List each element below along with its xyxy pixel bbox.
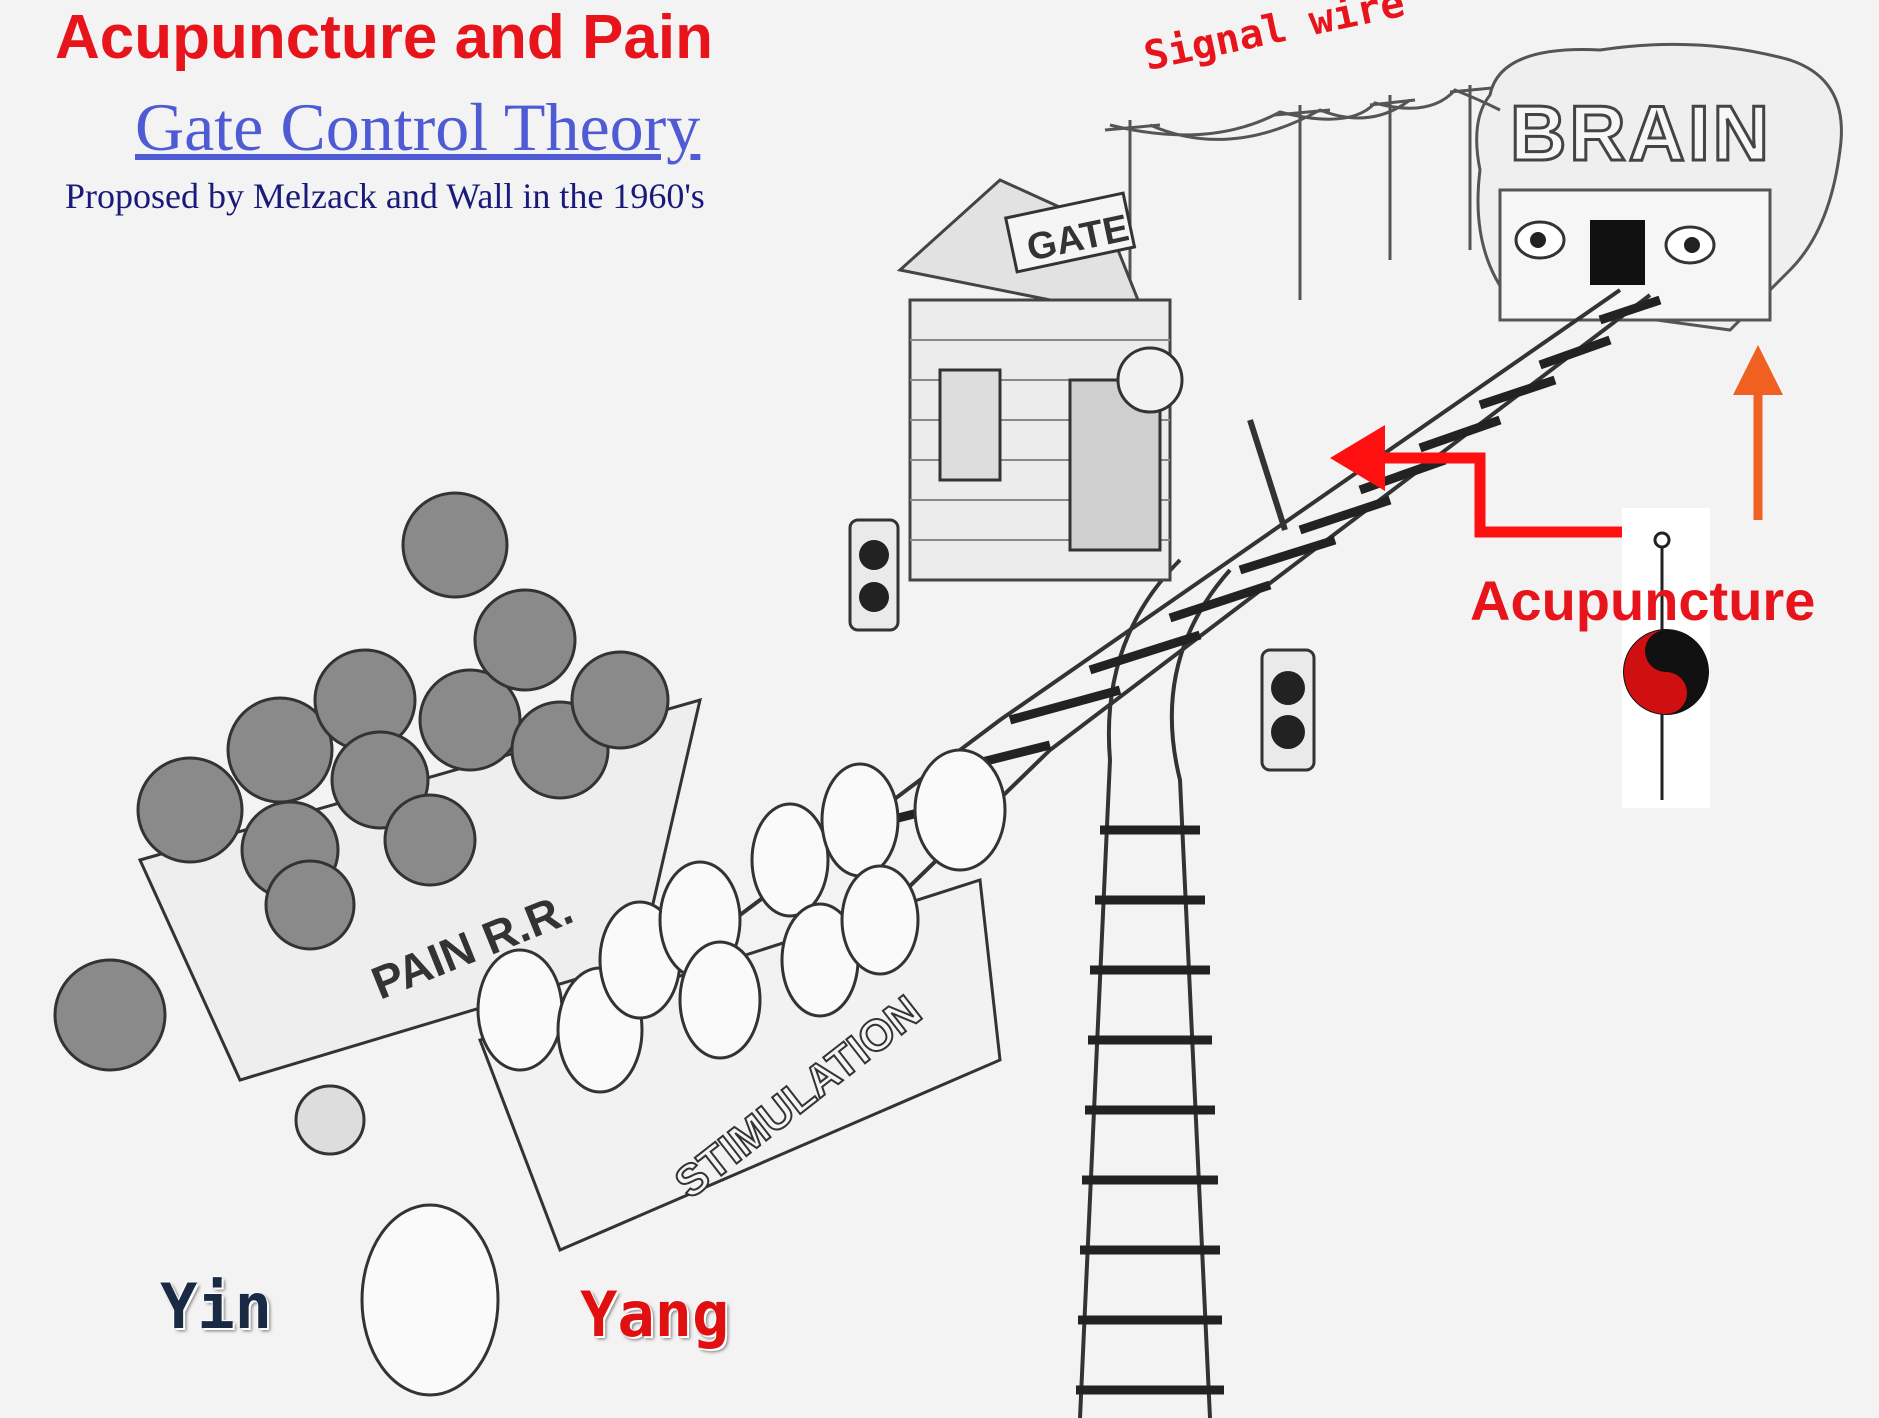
acupuncture-label: Acupuncture — [1470, 569, 1816, 632]
yang-label: Yang — [580, 1278, 730, 1351]
page-title: Acupuncture and Pain — [55, 3, 713, 72]
pain-rail-car: PAIN R.R. — [53, 491, 703, 1156]
stimulation-fibers — [360, 748, 1007, 1397]
brain-sign-text: BRAIN — [1510, 89, 1772, 177]
signal-wire-poles — [1104, 85, 1501, 300]
credit-text: Proposed by Melzack and Wall in the 1960… — [65, 176, 705, 216]
brain-drawing: BRAIN — [1475, 42, 1843, 332]
brain-tunnel — [1590, 220, 1645, 285]
signal-lights — [848, 518, 1316, 772]
orange-arrow-to-brain — [1733, 345, 1783, 520]
gate-house-drawing: GATE — [896, 178, 1288, 582]
pain-fibers — [53, 491, 670, 1072]
gate-control-theory-link[interactable]: Gate Control Theory — [135, 89, 701, 165]
acupuncture-needle-icon — [1622, 508, 1710, 808]
red-arrow-to-gate — [1330, 425, 1630, 538]
yin-label: Yin — [160, 1270, 272, 1343]
gatekeeper-head — [1116, 346, 1184, 414]
